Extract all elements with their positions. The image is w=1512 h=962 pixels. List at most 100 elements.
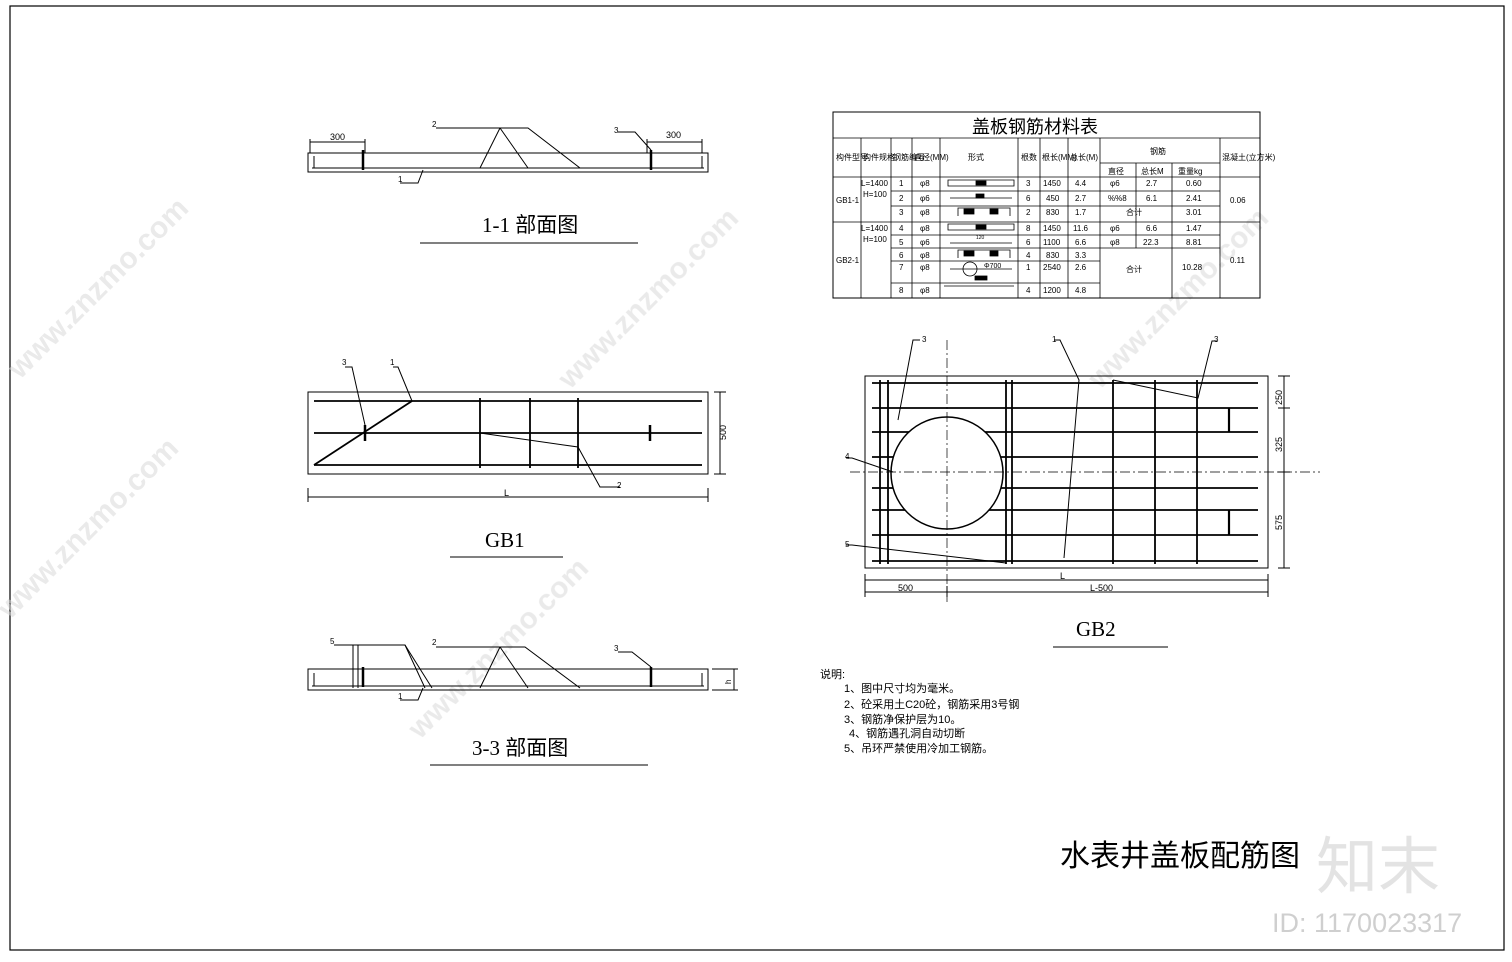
s11-label-1: 1 [398, 175, 403, 184]
gb2-dim-L: L [1060, 571, 1065, 581]
g2-r1-no: 4 [899, 224, 904, 233]
g2-r4-no: 7 [899, 263, 904, 272]
g2-r5-tot: 4.8 [1075, 286, 1087, 295]
gb2-dim-250: 250 [1274, 390, 1284, 405]
g2-r4-cnt: 1 [1026, 263, 1031, 272]
g2-s1-dia: φ6 [1110, 224, 1120, 233]
gb1-label-1: 1 [390, 358, 395, 367]
gb1-plan [307, 366, 726, 502]
drawing-title: 水表井盖板配筋图 [1060, 840, 1300, 873]
g1-r1-cnt: 3 [1026, 179, 1031, 188]
s11-title: 1-1 部面图 [482, 213, 578, 237]
hdr-dia: 直径(MM) [914, 152, 949, 162]
s33-title: 3-3 部面图 [472, 736, 568, 760]
g1-r3-cnt: 2 [1026, 208, 1031, 217]
hdr-count: 根数 [1021, 152, 1037, 162]
g2-s2-dia: φ8 [1110, 238, 1120, 247]
g2-r5-no: 8 [899, 286, 904, 295]
g1-s2-dia: %%8 [1108, 194, 1127, 203]
gb2-plan [846, 339, 1320, 605]
section-3-3 [307, 644, 738, 701]
g1-r3-no: 3 [899, 208, 904, 217]
g1-total: 3.01 [1186, 208, 1202, 217]
g2-r4-tot: 2.6 [1075, 263, 1087, 272]
g2-r1-len: 1450 [1043, 224, 1061, 233]
g2-r3-len: 830 [1046, 251, 1060, 260]
note-1: 1、图中尺寸均为毫米。 [844, 681, 960, 695]
notes: 说明: 1、图中尺寸均为毫米。 2、砼采用土C20砼，钢筋采用3号钢 3、钢筋净… [820, 667, 1019, 755]
g1-r3-tot: 1.7 [1075, 208, 1087, 217]
g2-total: 10.28 [1182, 263, 1203, 272]
s33-label-5: 5 [330, 637, 335, 646]
g2-r4-dia: φ8 [920, 263, 930, 272]
table-group-2: GB2-1 L=1400 H=100 0.11 4 φ8 8 1450 11.6… [836, 224, 1246, 295]
gb1-dim-side: 500 [718, 425, 728, 440]
section-1-1 [307, 127, 709, 184]
gb2-title: GB2 [1076, 617, 1116, 641]
gb2-label-5: 5 [845, 540, 850, 549]
g2-r3-tot: 3.3 [1075, 251, 1087, 260]
hdr-type: 构件型号 [836, 152, 868, 162]
g1-r1-no: 1 [899, 179, 904, 188]
gb1-dim-bottom: L [504, 488, 509, 498]
g2-r2-cnt: 6 [1026, 238, 1031, 247]
g1-s1-wt: 0.60 [1186, 179, 1202, 188]
s33-dim-side: h [724, 680, 733, 684]
g2-r5-cnt: 4 [1026, 286, 1031, 295]
g2-r2-tot: 6.6 [1075, 238, 1087, 247]
s11-dim-left: 300 [330, 132, 345, 142]
gb2-label-3b: 3 [1214, 335, 1219, 344]
note-3: 3、钢筋净保护层为10。 [844, 712, 961, 726]
g1-r2-cnt: 6 [1026, 194, 1031, 203]
g1-r1-dia: φ8 [920, 179, 930, 188]
g2-r2-len: 1100 [1043, 238, 1061, 247]
g1-s2-len: 6.1 [1146, 194, 1158, 203]
g1-s2-wt: 2.41 [1186, 194, 1202, 203]
note-4: 4、钢筋遇孔洞自动切断 [849, 726, 965, 740]
notes-heading: 说明: [820, 667, 845, 681]
g2-r3-dia: φ8 [920, 251, 930, 260]
g1-r1-len: 1450 [1043, 179, 1061, 188]
gb2-label-3a: 3 [922, 335, 927, 344]
g1-r1-tot: 4.4 [1075, 179, 1087, 188]
hdr-spec: 构件规格 [863, 152, 895, 162]
table-title: 盖板钢筋材料表 [972, 117, 1098, 137]
table-group-1: GB1-1 L=1400 H=100 0.06 1 φ8 3 1450 4.4 … [836, 179, 1246, 217]
g2-r2-dia: φ6 [920, 238, 930, 247]
g2-total-label: 合计 [1126, 264, 1142, 274]
gb2-dim-500: 500 [898, 583, 913, 593]
hdr-rebar-len: 总长M [1141, 166, 1164, 176]
g2-name: GB2-1 [836, 256, 860, 265]
note-5: 5、吊环严禁使用冷加工钢筋。 [844, 741, 993, 755]
g2-r1-tot: 11.6 [1073, 224, 1089, 233]
g1-r2-dia: φ6 [920, 194, 930, 203]
note-2: 2、砼采用土C20砼，钢筋采用3号钢 [844, 697, 1019, 711]
g1-s1-dia: φ6 [1110, 179, 1120, 188]
g2-r5-len: 1200 [1043, 286, 1061, 295]
gb2-label-1: 1 [1052, 335, 1057, 344]
gb1-label-3: 3 [342, 358, 347, 367]
id-text: ID: 1170023317 [1272, 908, 1462, 938]
g2-s2-len: 22.3 [1143, 238, 1159, 247]
hdr-form: 形式 [968, 152, 984, 162]
g2-s1-wt: 1.47 [1186, 224, 1202, 233]
hdr-total: 总长(M) [1070, 152, 1098, 162]
sheet-border [9, 5, 1505, 951]
s33-label-1: 1 [398, 692, 403, 701]
g1-concrete: 0.06 [1230, 196, 1246, 205]
material-table [832, 111, 1261, 299]
g1-name: GB1-1 [836, 196, 860, 205]
hdr-rebar-dia: 直径 [1108, 166, 1124, 176]
shape7-note: Φ700 [984, 263, 1001, 270]
g2-r3-cnt: 4 [1026, 251, 1031, 260]
gb2-dim-325: 325 [1274, 437, 1284, 452]
g1-total-label: 合计 [1126, 207, 1142, 217]
hdr-rebar: 钢筋 [1150, 146, 1166, 156]
g2-r1-dia: φ8 [920, 224, 930, 233]
s33-label-3: 3 [614, 644, 619, 653]
g2-r3-no: 6 [899, 251, 904, 260]
g2-spec1: L=1400 [861, 224, 888, 233]
g2-concrete: 0.11 [1230, 256, 1246, 265]
gb2-dim-L500: L-500 [1090, 583, 1113, 593]
